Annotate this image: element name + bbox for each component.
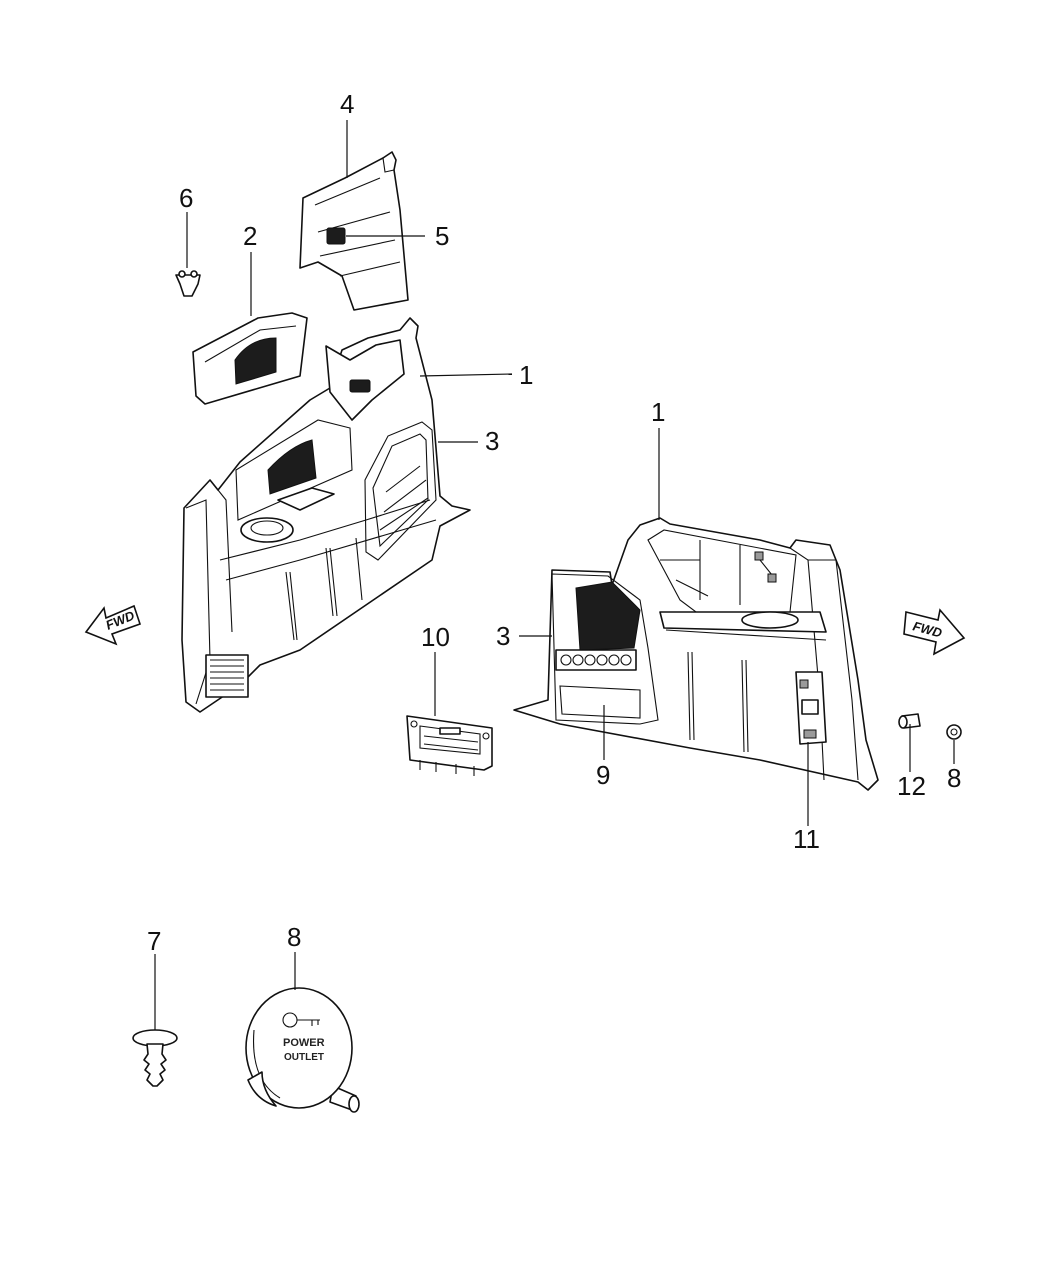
leader-lines [154, 120, 955, 1030]
callout-11: 11 [793, 824, 820, 854]
callout-10: 10 [421, 622, 450, 652]
cap-text-line1: POWER [283, 1037, 325, 1049]
callout-2: 2 [243, 221, 257, 251]
callout-3-right: 3 [496, 621, 510, 651]
callout-1-right: 1 [651, 397, 665, 427]
callout-12: 12 [897, 771, 926, 801]
callout-7: 7 [147, 926, 161, 956]
fwd-arrow-left: FWD [84, 604, 142, 646]
cap-text-line2: OUTLET [284, 1052, 324, 1063]
callout-numbers: 4 6 2 5 1 3 1 3 10 9 12 8 11 7 8 [147, 89, 961, 956]
part-12-socket [898, 713, 921, 729]
part-6-clip [175, 270, 201, 297]
part-2-trim-panel [192, 312, 308, 405]
part-7-push-pin [132, 1029, 178, 1087]
callout-8-small: 8 [947, 763, 961, 793]
part-10-trim-plate [406, 715, 493, 776]
callout-6: 6 [179, 183, 193, 213]
callout-8-large: 8 [287, 922, 301, 952]
callout-5: 5 [435, 221, 449, 251]
part-4-pillar-trim [299, 151, 409, 311]
switch-row [560, 654, 632, 666]
callout-1-left: 1 [519, 360, 533, 390]
callout-9: 9 [596, 760, 610, 790]
part-1-right-quarter-trim [513, 517, 879, 791]
callout-4: 4 [340, 89, 354, 119]
key-icon [282, 1012, 320, 1028]
callout-3-left: 3 [485, 426, 499, 456]
part-8-power-outlet-cap: POWER OUTLET [245, 987, 360, 1113]
fwd-arrow-right: FWD [903, 608, 966, 656]
part-8-cap-small [946, 724, 962, 740]
part-1-left-quarter-trim [181, 317, 471, 713]
vent-grille [205, 654, 249, 698]
